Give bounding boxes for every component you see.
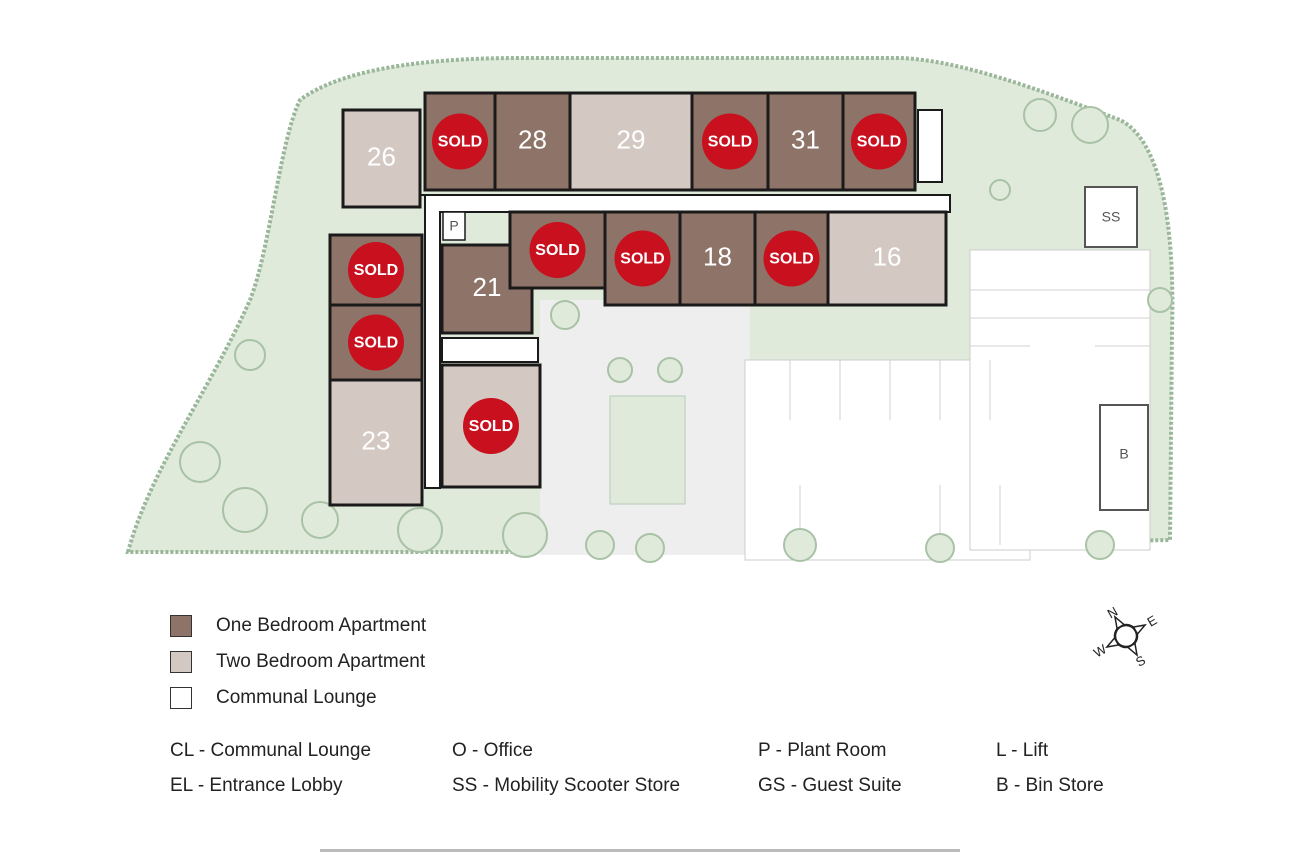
plant-room-label: P [449,218,458,234]
apartment-unit-31[interactable]: 31 [766,91,845,192]
trees [179,98,1173,563]
apartment-unit-28[interactable]: 28 [493,91,572,192]
sold-badge [851,113,907,170]
sold-badge-label: SOLD [769,251,813,268]
unit-outline [826,210,948,307]
unit-number: 26 [367,141,396,171]
scooter-store-label: SS [1102,209,1121,225]
compass-e: E [1144,612,1159,629]
unit-number: 29 [617,124,646,154]
key-guest-suite: GS - Guest Suite [758,775,902,796]
sold-badge [432,113,488,170]
unit-outline [493,91,572,192]
apartment-unit-27[interactable]: SOLD [423,91,497,192]
apartment-unit-26[interactable]: 26 [341,108,422,209]
apartment-unit-24[interactable]: SOLD [328,303,424,382]
parking-bay-lines [789,289,1150,545]
unit-outline [568,91,694,192]
stair-core-east [917,109,943,183]
unit-number: 28 [518,124,547,154]
legend-label: One Bedroom Apartment [216,615,427,636]
unit-number: 23 [362,425,391,455]
legend-item-two-bedroom: Two Bedroom Apartment [170,644,426,680]
key-bin-store: B - Bin Store [996,775,1104,796]
legend-label: Two Bedroom Apartment [216,651,426,672]
sold-badge [614,230,671,287]
legend: One Bedroom Apartment Two Bedroom Apartm… [170,608,426,716]
bottom-divider [320,849,960,852]
apartment-unit-19[interactable]: SOLD [603,210,682,307]
key-entrance-lobby: EL - Entrance Lobby [170,775,343,796]
apartment-unit-23[interactable]: 23 [328,378,424,507]
apartment-unit-30[interactable]: SOLD [690,91,770,192]
bin-store-label: B [1119,446,1128,462]
key-office: O - Office [452,740,533,761]
legend-swatch-communal [170,687,192,709]
apartment-unit-32[interactable]: SOLD [841,91,917,192]
legend-item-communal: Communal Lounge [170,680,426,716]
unit-outline [328,378,424,507]
legend-swatch-one-bedroom [170,615,192,637]
compass-w: W [1091,641,1110,660]
sold-badge [529,222,586,278]
legend-label: Communal Lounge [216,687,377,708]
apartment-unit-18[interactable]: 18 [678,210,757,307]
sold-badge [348,314,404,371]
sold-badge-label: SOLD [857,134,901,151]
sold-badge-label: SOLD [438,134,482,151]
bin-store [1099,404,1149,511]
key-communal-lounge: CL - Communal Lounge [170,740,372,761]
sold-badge-label: SOLD [354,335,398,352]
apartment-unit-17[interactable]: SOLD [753,210,830,307]
key-scooter-store: SS - Mobility Scooter Store [452,775,681,796]
apartment-unit-25[interactable]: SOLD [328,233,424,307]
sold-badge [348,242,404,298]
legend-swatch-two-bedroom [170,651,192,673]
unit-outline [678,210,757,307]
sold-badge [702,113,758,170]
sold-badge-label: SOLD [708,134,752,151]
compass-rose-icon: N S W E [1091,604,1160,670]
sold-badge-label: SOLD [535,242,579,259]
sold-badge [463,398,519,454]
key-lift: L - Lift [996,740,1049,761]
sold-badge-label: SOLD [354,262,398,279]
legend-item-one-bedroom: One Bedroom Apartment [170,608,426,644]
corridor [420,194,951,489]
apartment-unit-20[interactable]: SOLD [508,210,607,290]
sold-badge [763,230,820,287]
unit-number: 18 [703,241,732,271]
stair-core-south [441,337,539,363]
apartment-unit-22[interactable]: SOLD [440,363,542,489]
unit-outline [766,91,845,192]
scooter-store [1084,186,1138,248]
sold-badge-label: SOLD [620,251,664,268]
apartment-unit-29[interactable]: 29 [568,91,694,192]
compass-s: S [1133,652,1148,669]
unit-number: 21 [473,272,502,302]
key-plant-room: P - Plant Room [758,740,887,761]
sold-badge-label: SOLD [469,418,513,435]
unit-outline [341,108,422,209]
lawn [609,395,686,505]
apartment-unit-16[interactable]: 16 [826,210,948,307]
unit-number: 31 [791,124,820,154]
plant-room [442,211,466,241]
unit-number: 16 [873,241,902,271]
